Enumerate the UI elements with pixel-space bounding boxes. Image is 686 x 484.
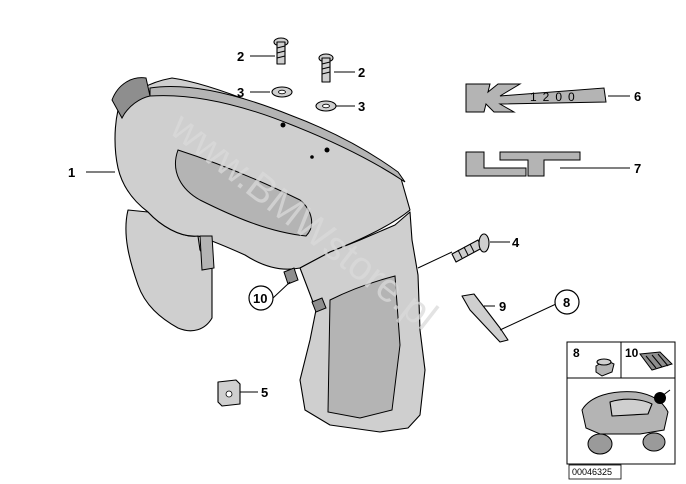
callout-7: 7 [634, 161, 641, 176]
inset-label-10: 10 [625, 346, 639, 360]
washer-icon [271, 86, 293, 98]
callout-9: 9 [499, 299, 506, 314]
inset-label-8: 8 [573, 346, 580, 360]
bolt-icon [451, 233, 490, 263]
screw-icon [318, 53, 334, 83]
callout-5: 5 [261, 385, 268, 400]
clip-icon [217, 379, 241, 407]
washer-icon [315, 100, 337, 112]
callout-3: 3 [358, 99, 365, 114]
callout-1: 1 [68, 165, 75, 180]
inner-fairing-panel [111, 77, 426, 433]
callout-10: 10 [253, 291, 267, 306]
screw-icon [273, 37, 289, 65]
callout-3: 3 [237, 85, 244, 100]
plate-icon [461, 293, 509, 343]
emblem-k1200-text: 1200 [530, 90, 581, 104]
callout-2: 2 [237, 49, 244, 64]
plug-icon [595, 358, 615, 377]
leader-lines [86, 55, 630, 393]
grommet-icon [639, 351, 673, 371]
callout-8: 8 [563, 295, 570, 310]
lt-emblem [465, 151, 581, 177]
inset-box: 8 10 [566, 341, 676, 465]
callout-6: 6 [634, 89, 641, 104]
motorcycle-icon [581, 389, 671, 455]
k1200-emblem: 1200 [465, 83, 607, 113]
reference-number: 00046325 [572, 467, 612, 477]
callout-4: 4 [512, 235, 520, 250]
callout-2: 2 [358, 65, 365, 80]
